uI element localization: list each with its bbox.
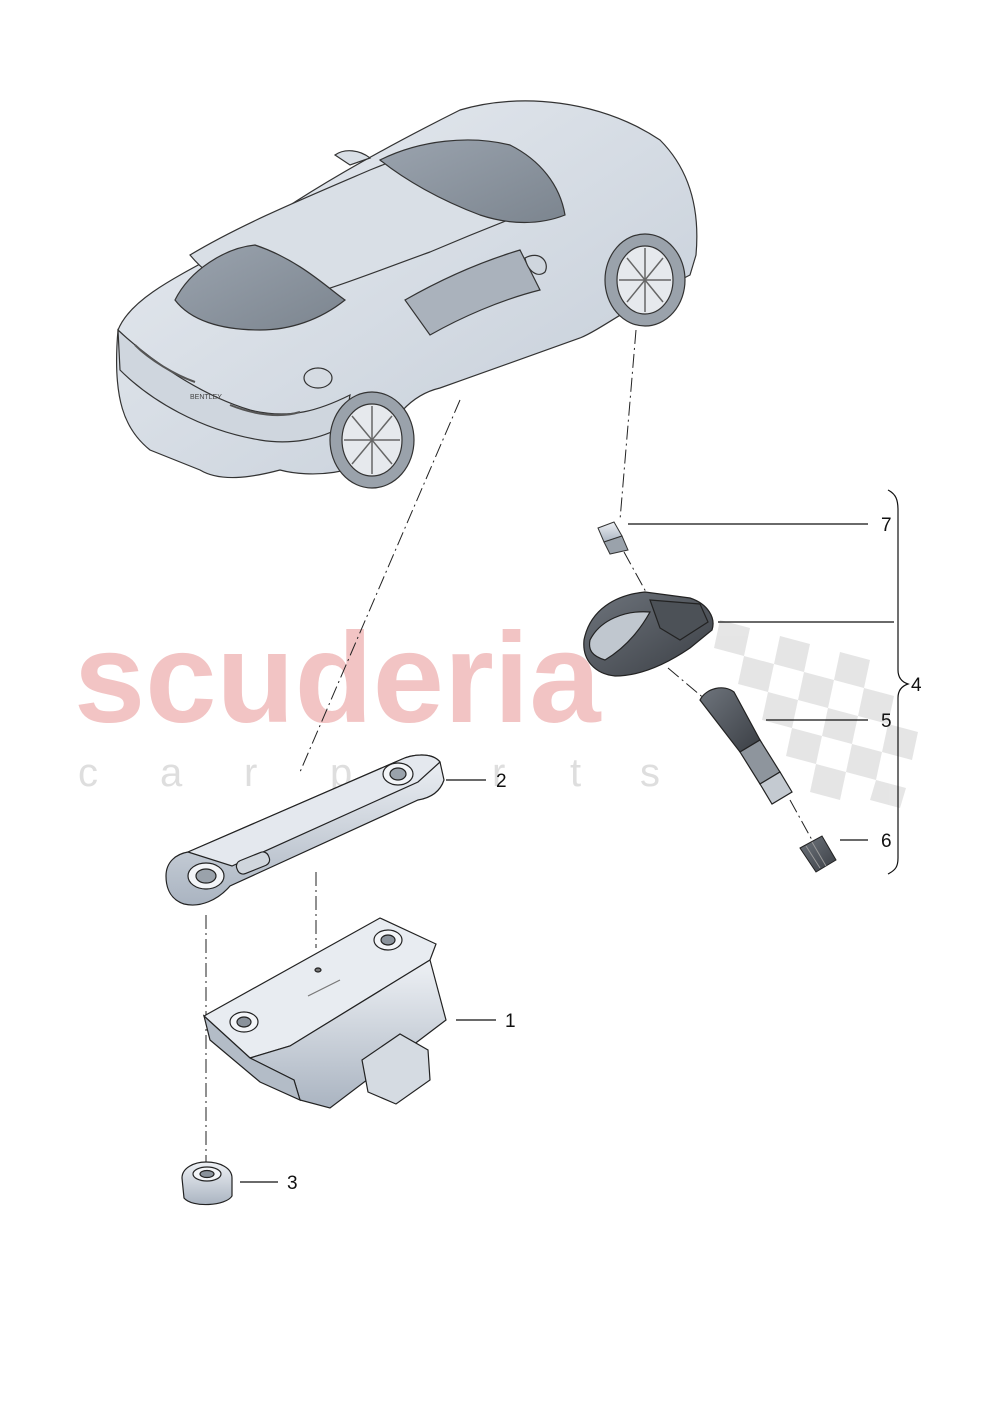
valve-cap <box>799 835 837 873</box>
tire-pressure-sensor <box>583 591 714 677</box>
bracket <box>165 754 445 906</box>
control-unit <box>202 917 447 1109</box>
checkered-flag-icon <box>714 620 918 808</box>
car-badge: BENTLEY <box>190 394 222 401</box>
callout-5: 5 <box>881 711 892 732</box>
car-illustration: BENTLEY <box>115 100 698 489</box>
callout-1: 1 <box>505 1011 516 1032</box>
watermark-letter: a <box>160 751 183 795</box>
valve-stem <box>699 687 793 805</box>
callout-4: 4 <box>911 675 922 696</box>
watermark-brand: scuderia <box>74 607 601 750</box>
watermark-letter: r <box>244 751 257 795</box>
leader-lines <box>205 329 813 1170</box>
callout-3: 3 <box>287 1173 298 1194</box>
valve-core <box>597 521 629 555</box>
callout-labels: 7 4 5 6 2 1 3 <box>287 515 922 1194</box>
callout-lines <box>240 489 910 1183</box>
watermark-letter: t <box>570 751 581 795</box>
callout-7: 7 <box>881 515 892 536</box>
callout-6: 6 <box>881 831 892 852</box>
nut <box>181 1161 233 1206</box>
watermark-letter: r <box>492 751 505 795</box>
watermark-letter: s <box>640 751 660 795</box>
watermark-letter: c <box>78 751 98 795</box>
callout-2: 2 <box>496 771 507 792</box>
